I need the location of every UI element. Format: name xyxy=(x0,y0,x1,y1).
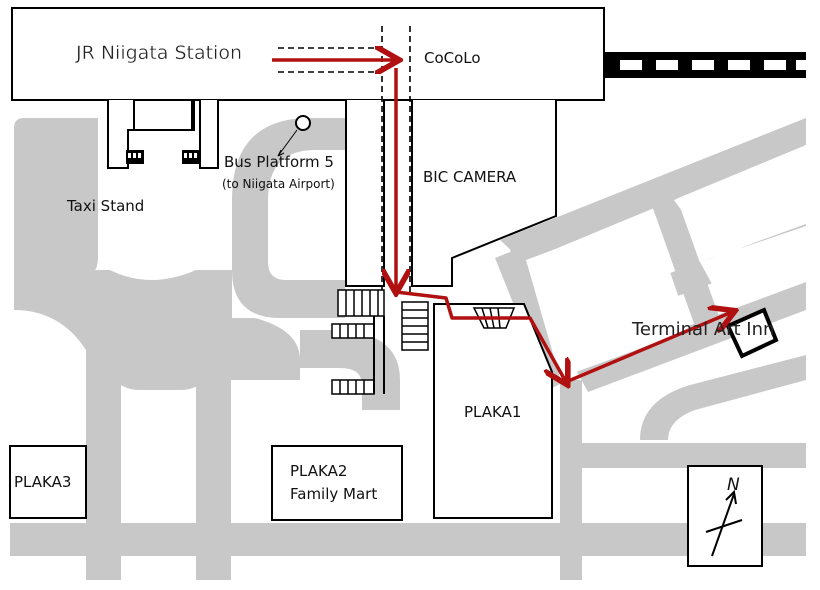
railway-track-icon xyxy=(604,52,806,78)
compass-north-label: N xyxy=(727,475,740,495)
plaka1-label: PLAKA1 xyxy=(464,403,521,421)
roads xyxy=(10,118,806,580)
cocolo-label: CoCoLo xyxy=(424,49,481,67)
taxi-plaza xyxy=(14,118,98,278)
central-road xyxy=(14,270,300,470)
bus-platform-label: Bus Platform 5 xyxy=(224,153,334,171)
bic-camera-building xyxy=(345,100,385,287)
walking-route xyxy=(272,60,732,382)
road-bottom xyxy=(10,523,806,556)
bic-camera-label: BIC CAMERA xyxy=(423,168,517,186)
station-main xyxy=(11,7,605,101)
plaka2-label: PLAKA2 xyxy=(290,462,347,480)
road-right-horizontal xyxy=(580,443,806,468)
taxi-icon xyxy=(126,150,200,164)
family-mart-label: Family Mart xyxy=(290,485,377,503)
station-label: JR Niigata Station xyxy=(75,42,242,64)
taxi-stand-label: Taxi Stand xyxy=(66,197,144,215)
hotel-label: Terminal Art Inn xyxy=(631,319,774,340)
bus-loop xyxy=(232,118,345,318)
plaka3-building xyxy=(9,445,87,519)
plaka3-label: PLAKA3 xyxy=(14,473,71,491)
staircase-icon xyxy=(331,289,516,395)
compass-icon xyxy=(687,465,763,567)
bus-stop-icon xyxy=(277,115,311,157)
plaka1-building xyxy=(433,303,553,519)
station-building xyxy=(11,7,605,287)
road-right-vertical xyxy=(560,380,582,580)
plaka2-building xyxy=(271,445,403,521)
road-islands xyxy=(526,150,806,378)
bus-platform-note: (to Niigata Airport) xyxy=(222,177,335,191)
